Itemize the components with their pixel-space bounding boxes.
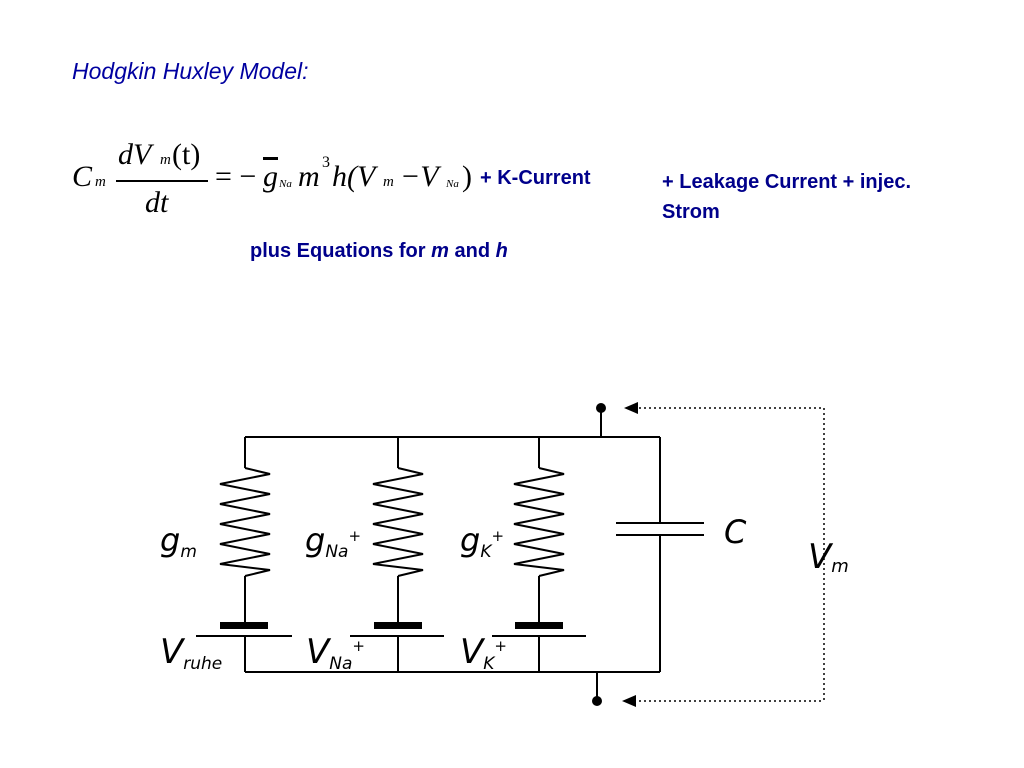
close-paren: ): [462, 160, 472, 193]
numerator-dv: dV: [118, 138, 152, 171]
top-terminal-dot: [596, 403, 606, 413]
capacitance-subscript: m: [95, 174, 106, 190]
plus-eq-prefix: plus Equations for: [250, 240, 426, 262]
label-vk: VK+: [460, 632, 507, 674]
label-gna: gNa+: [305, 521, 361, 562]
battery-short-plates: [220, 622, 563, 629]
fraction-bar: [116, 180, 208, 182]
label-gm: gm: [160, 521, 197, 562]
conductance-subscript: Na: [279, 178, 292, 190]
equals-minus: = −: [215, 160, 257, 193]
vk-battery-short-plate: [515, 622, 563, 629]
cube-exponent: 3: [322, 154, 330, 171]
leakage-line-1: + Leakage Current + injec.: [662, 171, 911, 193]
numerator-subscript: m: [160, 152, 171, 168]
denominator-dt: dt: [145, 186, 169, 219]
gna-resistor: [372, 467, 424, 577]
label-c: C: [724, 513, 747, 551]
minus-v: −V: [400, 160, 439, 193]
vruhe-battery-short-plate: [220, 622, 268, 629]
label-vruhe: Vruhe: [160, 632, 222, 674]
conductance-g: g: [263, 160, 278, 193]
plus-equations-text: plus Equations for m and h: [250, 240, 508, 263]
vm-arrowheads: [622, 402, 638, 707]
vna-subscript: Na: [446, 178, 459, 190]
label-vna: VNa+: [306, 632, 365, 674]
hodgkin-huxley-equation: C m dV m (t) dt = − g Na m 3 h(V m −V Na…: [60, 130, 480, 230]
gm-resistor: [219, 467, 271, 577]
plus-eq-m: m: [431, 240, 449, 262]
label-vm: Vm: [808, 537, 849, 577]
plus-eq-h: h: [495, 240, 508, 262]
vna-battery-short-plate: [374, 622, 422, 629]
plus-eq-and: and: [454, 240, 491, 262]
capacitance-symbol: C: [72, 160, 93, 193]
gating-h-open: h(V: [332, 160, 376, 193]
k-current-text: + K-Current: [480, 167, 591, 189]
bottom-terminal-dot: [592, 696, 602, 706]
vm-arrow-bottom-icon: [622, 695, 636, 707]
vm-measurement-path: [634, 407, 825, 702]
vm-arrow-top-icon: [624, 402, 638, 414]
gk-resistor: [513, 467, 565, 577]
label-gk: gK+: [460, 521, 504, 562]
leakage-line-2: Strom: [662, 201, 720, 223]
circuit-wires: [196, 408, 704, 700]
gating-m: m: [298, 160, 320, 193]
numerator-t: (t): [172, 138, 201, 171]
leakage-current-text: + Leakage Current + injec. Strom: [662, 167, 911, 227]
slide-title: Hodgkin Huxley Model:: [72, 58, 309, 84]
vm-subscript: m: [383, 174, 394, 190]
